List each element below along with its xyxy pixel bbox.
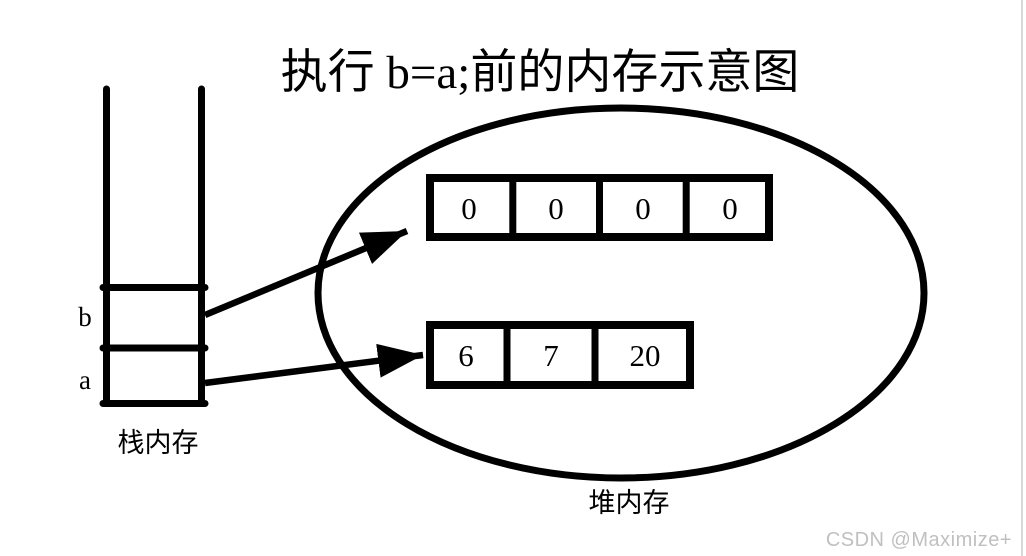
array-cell-value: 0 [722,191,738,226]
array-cell-value: 0 [461,191,477,226]
watermark: CSDN @Maximize+ [825,529,1012,551]
stack-memory: b a 栈内存 [78,85,209,458]
array-cell-value: 6 [458,338,474,373]
array-cell-value: 20 [630,338,661,373]
array-cell-value: 0 [635,191,651,226]
heap-array-values: 6 7 20 [426,321,694,389]
page-edge-divider [1021,0,1023,556]
pointer-arrow-a [204,343,424,387]
array-cell-dividers [509,178,690,237]
heap-ellipse [314,104,928,482]
stack-cell-label-b: b [78,302,92,332]
diagram-title: 执行 b=a;前的内存示意图 [281,47,800,99]
stack-caption: 栈内存 [118,428,199,458]
array-cell-value: 7 [543,338,559,373]
array-cell-value: 0 [548,191,564,226]
heap-caption: 堆内存 [589,488,670,518]
array-border [426,321,694,389]
stack-outline [99,85,209,407]
stack-cell-label-a: a [79,365,91,395]
array-cell-dividers [503,325,599,385]
pointer-arrow-b [203,227,409,319]
heap-array-zeros: 0 0 0 0 [426,174,773,241]
